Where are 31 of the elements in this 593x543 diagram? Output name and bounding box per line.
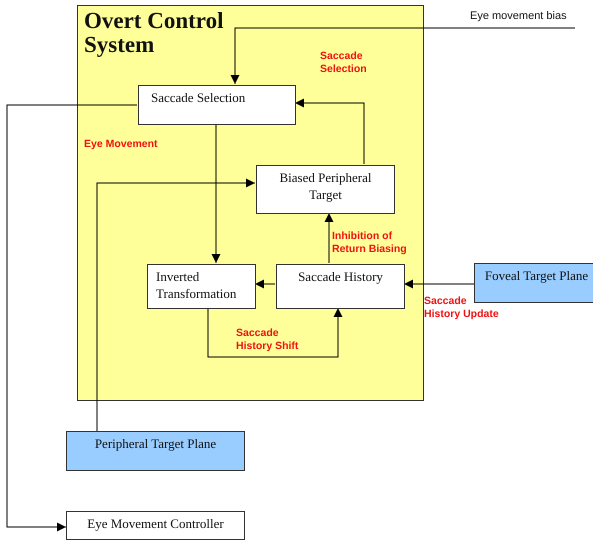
process-box (138, 85, 296, 125)
arrow (324, 212, 334, 264)
arrow (404, 280, 474, 288)
box-label: Biased Peripheral Target (279, 170, 372, 202)
edge-label: Inhibition of Return Biasing (332, 230, 408, 256)
box-label: Eye Movement Controller (87, 516, 224, 531)
arrow (96, 178, 256, 432)
arrow (6, 104, 138, 532)
box-label: Inverted Transformation (156, 269, 236, 301)
arrow (294, 98, 364, 164)
box-label: Saccade Selection (151, 90, 246, 105)
edge-label: Saccade Selection (320, 50, 368, 76)
arrow (208, 308, 342, 358)
edge-label: Eye Movement (84, 138, 159, 152)
process-box (147, 264, 256, 309)
box-label: Peripheral Target Plane (94, 436, 216, 451)
process-box (66, 511, 245, 540)
box-label: Saccade History (298, 269, 383, 284)
process-box (256, 165, 395, 214)
edge-label: Saccade History Update (424, 295, 500, 322)
arrow (212, 124, 220, 264)
panel-title: Overt Control System (84, 9, 224, 58)
arrow (254, 280, 276, 288)
process-box (474, 263, 593, 303)
box-label: Foveal Target Plane (484, 268, 588, 283)
edge-label: Eye movement bias (470, 10, 568, 24)
arrow (230, 28, 576, 84)
process-box (66, 431, 245, 471)
process-box (276, 264, 405, 309)
system-panel (77, 5, 424, 401)
edge-label: Saccade History Shift (236, 327, 300, 354)
